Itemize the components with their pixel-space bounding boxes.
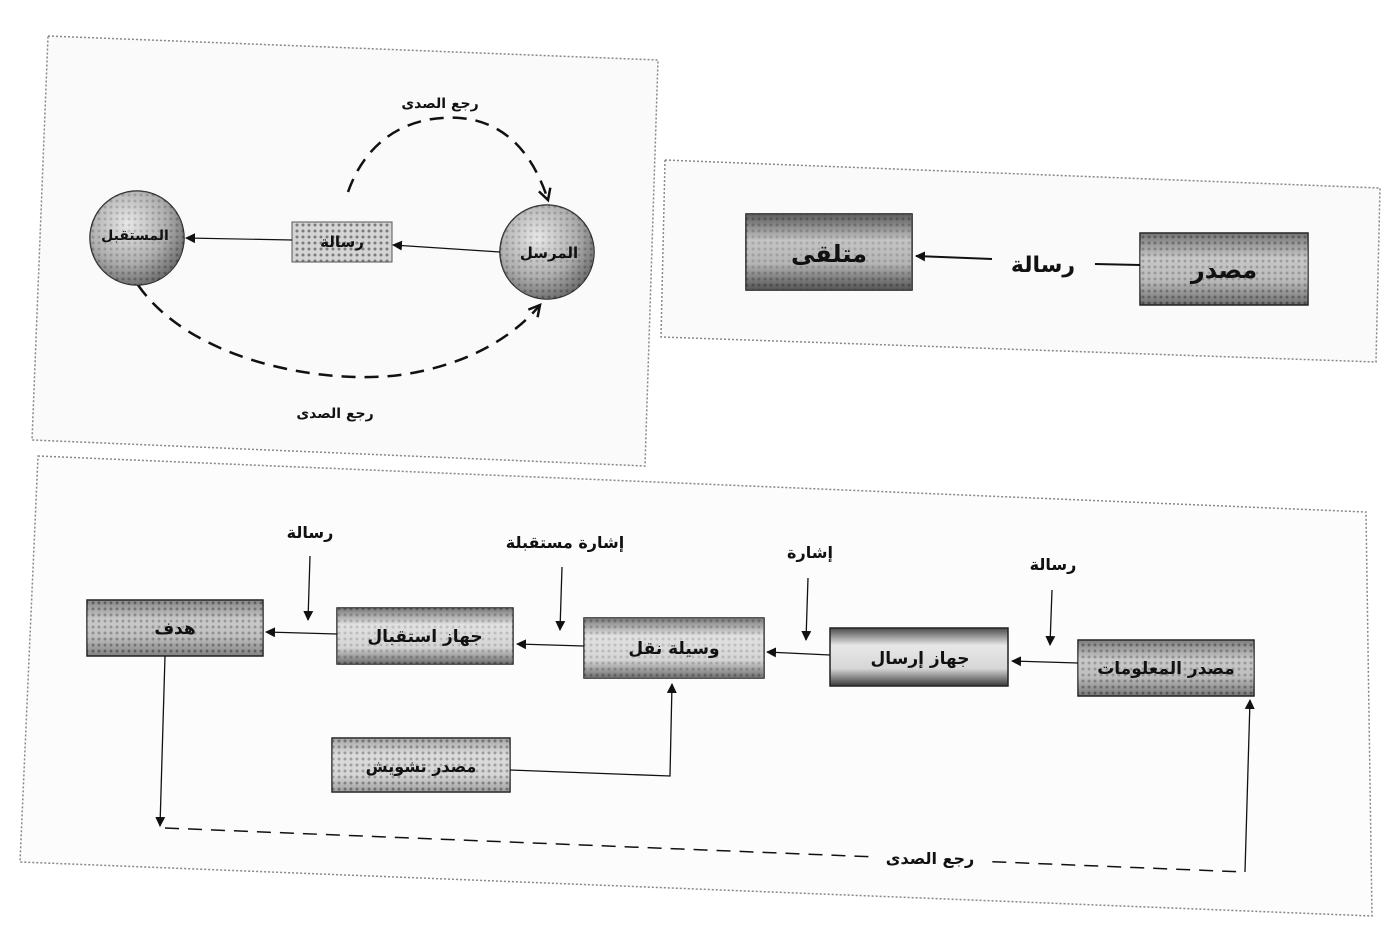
arrow-source-segment: [1094, 263, 1141, 266]
shannon-model-panel: مصدر المعلومات جهاز إرسال وسيلة نقل جهاز…: [19, 455, 1373, 917]
circular-model-panel: رجع الصدى رجع الصدى المرسل المستقبل رسال…: [31, 35, 659, 467]
label-message-in: رسالة: [1030, 555, 1077, 574]
noise-source-box: مصدر تشويش: [331, 737, 511, 793]
arrow-to-recipient: [915, 251, 993, 262]
arrow-sender-to-message: [392, 240, 501, 253]
target-label: هدف: [154, 619, 195, 639]
receiver-label: المستقبل: [101, 228, 169, 244]
panel-frame: [19, 455, 1373, 917]
feedback-label-bottom: رجع الصدى: [296, 406, 373, 422]
transmitter-label: جهاز إرسال: [870, 649, 969, 669]
feedback-label-bg: [870, 844, 990, 870]
info-source-label: مصدر المعلومات: [1097, 659, 1235, 679]
arrow-source-to-transmitter: [1011, 656, 1079, 667]
receiver-device-label: جهاز استقبال: [367, 627, 482, 647]
label-message-out: رسالة: [287, 523, 334, 542]
feedback-arc-bottom: [136, 284, 542, 379]
noise-source-label: مصدر تشويش: [366, 757, 477, 776]
feedback-line-down: [155, 655, 166, 827]
arrow-noise-to-channel: [509, 683, 677, 777]
arrow-label-message-in: [1045, 589, 1056, 646]
info-source-box: مصدر المعلومات: [1077, 639, 1255, 697]
label-received-signal: إشارة مستقبلة: [506, 533, 624, 552]
arrow-channel-to-receiver: [516, 639, 585, 650]
linear-model-panel: مصدر متلقى رسالة: [660, 159, 1381, 363]
arrow-message-to-receiver: [185, 233, 293, 244]
message-box: رسالة: [291, 221, 393, 263]
arrow-label-received-signal: [555, 566, 566, 631]
recipient-box: متلقى: [745, 213, 913, 291]
linear-message-label: رسالة: [1011, 253, 1075, 278]
sender-node: المرسل: [499, 204, 595, 300]
feedback-label: رجع الصدى: [886, 849, 974, 868]
channel-label: وسيلة نقل: [628, 639, 719, 659]
arrow-receiver-to-target: [265, 627, 338, 638]
source-label: مصدر: [1190, 256, 1257, 284]
feedback-label-top: رجع الصدى: [401, 96, 478, 112]
arrow-label-message-out: [303, 555, 314, 621]
arrow-label-signal: [801, 577, 812, 641]
target-box: هدف: [86, 599, 264, 657]
source-box: مصدر: [1139, 232, 1309, 306]
feedback-dashed-line: [164, 827, 1246, 873]
feedback-arc-top: [346, 116, 552, 203]
panel-frame: [660, 159, 1381, 363]
arrow-transmitter-to-channel: [766, 647, 831, 658]
receiver-device-box: جهاز استقبال: [336, 607, 514, 665]
message-label: رسالة: [320, 233, 364, 251]
transmitter-box: جهاز إرسال: [829, 627, 1009, 687]
receiver-node: المستقبل: [89, 190, 185, 286]
label-signal: إشارة: [787, 543, 833, 562]
sender-label: المرسل: [520, 244, 578, 262]
channel-box: وسيلة نقل: [583, 617, 765, 679]
recipient-label: متلقى: [791, 240, 867, 268]
feedback-line-up: [1244, 699, 1255, 873]
